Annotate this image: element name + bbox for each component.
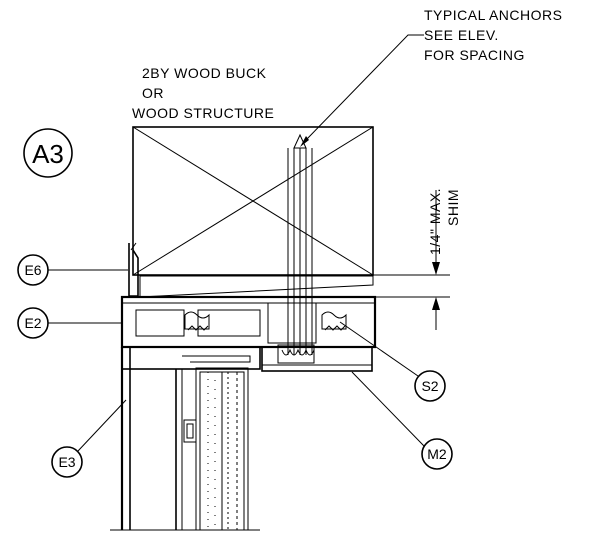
screw-clip [277, 344, 315, 364]
callout-m2: M2 [351, 371, 453, 470]
shim-dimension: 1/4" MAX. SHIM [373, 188, 461, 330]
buck-note: 2BY WOOD BUCK OR WOOD STRUCTURE [132, 65, 274, 121]
anchors-leader-arrow [300, 136, 309, 147]
detail-tag-circle [23, 128, 73, 178]
frame-extrusion [120, 295, 377, 364]
anchors-note-line3: FOR SPACING [424, 47, 525, 63]
shim-wedge [139, 275, 374, 298]
anchors-note-line1: TYPICAL ANCHORS [424, 7, 562, 23]
anchors-note: TYPICAL ANCHORS SEE ELEV. FOR SPACING [300, 7, 562, 147]
detail-tag: A3 [23, 128, 73, 178]
callout-e6: E6 [17, 254, 128, 286]
glass-unit [195, 367, 249, 531]
anchors-leader-line [305, 34, 424, 141]
anchors-note-line2: SEE ELEV. [424, 27, 499, 43]
jamb-extrusion [120, 346, 261, 530]
buck-note-line2: OR [142, 85, 164, 101]
shim-label-line2: SHIM [445, 189, 461, 226]
callout-m2-label: M2 [427, 446, 447, 462]
pile-left [184, 311, 210, 331]
detail-tag-label: A3 [32, 139, 64, 169]
pile-right [321, 311, 347, 331]
anchor-screw [287, 133, 313, 355]
shim-label-line1: 1/4" MAX. [427, 188, 443, 255]
callout-e6-label: E6 [24, 262, 41, 278]
callout-e2: E2 [17, 307, 122, 339]
callout-s2-label: S2 [421, 378, 438, 394]
wood-buck-block [132, 126, 374, 276]
callout-e3: E3 [51, 399, 127, 478]
sash-frame [261, 346, 373, 372]
callout-s2: S2 [339, 321, 446, 402]
callout-e3-label: E3 [58, 454, 75, 470]
callout-e2-label: E2 [24, 315, 41, 331]
buck-note-line1: 2BY WOOD BUCK [142, 65, 267, 81]
glazing-bead [183, 419, 197, 443]
buck-note-line3: WOOD STRUCTURE [132, 105, 274, 121]
